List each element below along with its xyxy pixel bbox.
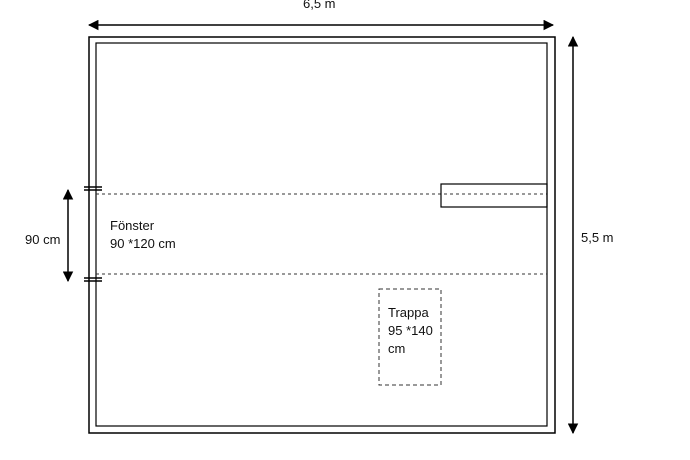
window-name-label: Fönster: [110, 218, 155, 233]
stair-unit-label: cm: [388, 341, 406, 356]
window-marker-bottom: [84, 277, 102, 282]
wall-opening: [440, 183, 548, 208]
stair-name-label: Trappa: [388, 305, 429, 320]
outer-wall: [88, 36, 556, 434]
window-gap-label: 90 cm: [25, 232, 61, 247]
stair-outline: [378, 288, 442, 386]
width-label: 6,5 m: [303, 0, 336, 11]
stair-size-label: 95 *140: [388, 323, 433, 338]
window-marker-top: [84, 186, 102, 191]
height-label: 5,5 m: [581, 230, 614, 245]
inner-wall: [95, 42, 548, 427]
window-size-label: 90 *120 cm: [110, 236, 176, 251]
